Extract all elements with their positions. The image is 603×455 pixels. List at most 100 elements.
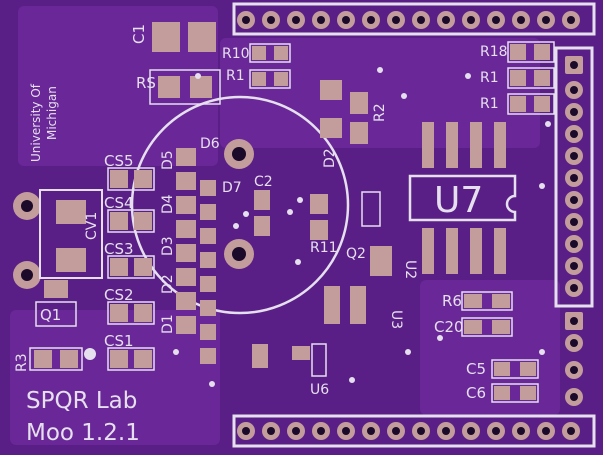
footer-version: Moo 1.2.1	[26, 420, 140, 446]
r18-outline	[507, 41, 555, 63]
c5-pad-b	[520, 362, 536, 376]
c20-outline	[461, 317, 513, 337]
label-d6: D6	[200, 136, 220, 152]
label-r6: R6	[442, 292, 462, 310]
u3-pads-a	[324, 286, 340, 324]
cs-column	[107, 167, 155, 371]
u2-pads	[370, 246, 392, 276]
label-r1-left: R1	[226, 68, 245, 84]
c1-pad-b	[188, 22, 216, 52]
label-c2: C2	[254, 174, 273, 190]
header-bottom-holes	[242, 427, 575, 435]
label-c5: C5	[466, 360, 486, 378]
label-d7: D7	[222, 180, 242, 196]
label-r18: R18	[480, 44, 508, 60]
mount-hole-lower-drill	[232, 247, 246, 261]
label-cs1: CS1	[104, 332, 134, 350]
q1-pads	[44, 280, 68, 298]
c5-pad-a	[494, 362, 510, 376]
edge-hole-lower-drill	[21, 269, 33, 281]
label-rs: RS	[136, 74, 156, 92]
edge-hole-upper-drill	[21, 200, 33, 212]
u6-outline	[311, 343, 327, 377]
c2-pad-b	[254, 216, 270, 236]
d4-pad-b	[320, 118, 342, 138]
r6-outline	[461, 291, 513, 311]
label-q2: Q2	[346, 246, 366, 262]
r1c-pad-a	[510, 96, 526, 112]
u6-pad-b	[292, 346, 310, 360]
header-bottom-outline	[232, 414, 596, 448]
c20-pad-b	[492, 320, 510, 334]
label-r11: R11	[310, 240, 338, 256]
d4-pad-a	[320, 80, 342, 100]
r1a-outline	[249, 69, 291, 89]
label-u3: U3	[388, 310, 404, 329]
label-c20: C20	[434, 318, 464, 336]
r3-pad-b	[60, 350, 78, 368]
label-d4: D4	[160, 194, 176, 214]
cv1-pad-top	[56, 200, 86, 224]
r10-outline	[249, 43, 291, 63]
header-right-holes	[570, 61, 578, 401]
r11-pad-b	[310, 220, 328, 240]
label-c1: C1	[130, 24, 148, 44]
u7-chip	[408, 122, 517, 274]
university-line-1: University Of	[29, 83, 43, 162]
r11-pad-a	[310, 194, 328, 214]
r10-pad-a	[252, 46, 266, 60]
r1b-pad-a	[510, 70, 526, 86]
label-cv1: CV1	[84, 212, 100, 240]
r6-pad-b	[492, 294, 510, 308]
r3-pad-a	[34, 350, 52, 368]
q1-outline	[35, 301, 77, 327]
label-d2: D2	[160, 274, 176, 294]
c5-outline	[491, 359, 539, 379]
r1a-pad-a	[252, 72, 266, 86]
label-u7: U7	[434, 180, 483, 221]
r1b-outline	[507, 67, 555, 89]
label-r3: R3	[14, 353, 30, 372]
label-cs2: CS2	[104, 286, 134, 304]
r6-pad-a	[464, 294, 482, 308]
r2-pad-a	[350, 92, 368, 114]
u3-pads-b	[350, 286, 366, 324]
r1b-pad-b	[534, 70, 550, 86]
label-r10: R10	[222, 46, 250, 62]
header-right-pins	[565, 56, 583, 406]
c20-pad-a	[464, 320, 482, 334]
label-cs4: CS4	[104, 194, 134, 212]
label-r2: R2	[372, 103, 388, 122]
vias	[84, 67, 551, 387]
label-d1: D1	[160, 314, 176, 334]
label-d3: D3	[160, 236, 176, 256]
c6-pad-b	[520, 386, 536, 400]
header-right-outline	[554, 46, 594, 308]
c6-pad-a	[494, 386, 510, 400]
r1c-outline	[507, 93, 555, 115]
header-top-outline	[232, 2, 596, 36]
c1-pad-a	[152, 22, 180, 52]
university-line-2: Michigan	[45, 86, 59, 140]
r1a-pad-b	[274, 72, 288, 86]
label-c6: C6	[466, 384, 486, 402]
d-column	[176, 148, 216, 364]
label-u6: U6	[310, 382, 329, 398]
label-cs3: CS3	[104, 240, 134, 258]
label-u2: U2	[402, 260, 418, 279]
c2-pad-a	[254, 190, 270, 210]
label-d5: D5	[160, 150, 176, 170]
q2-outline	[361, 191, 381, 227]
rs-pad-b	[190, 76, 212, 98]
label-d-mid: D2	[322, 148, 338, 168]
rs-outline	[149, 69, 221, 105]
label-q1: Q1	[40, 306, 61, 324]
c6-outline	[491, 383, 539, 403]
label-cs5: CS5	[104, 152, 134, 170]
footer-lab-name: SPQR Lab	[26, 388, 137, 414]
r18-pad-b	[534, 44, 550, 60]
r2-pad-b	[350, 122, 368, 144]
cv1-pad-bottom	[56, 248, 86, 272]
cv1-outline	[39, 189, 103, 279]
label-r1-right: R1	[480, 96, 499, 112]
